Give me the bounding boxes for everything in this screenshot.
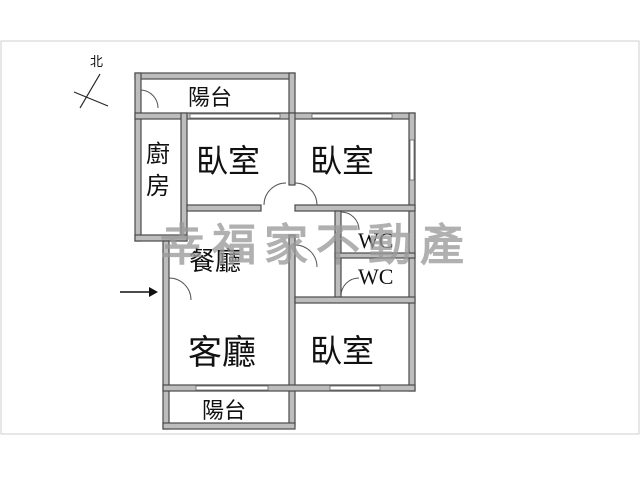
room-label-wc-2: WC <box>358 264 393 289</box>
room-label-bedroom-1: 臥室 <box>196 142 260 180</box>
kitchen-char-1: 廚 <box>146 140 170 168</box>
compass-north-label: 北 <box>90 54 103 69</box>
room-label-kitchen: 廚 房 <box>146 140 178 200</box>
arrow-head <box>149 287 158 297</box>
room-label-bedroom-2: 臥室 <box>310 142 374 180</box>
window <box>409 139 415 181</box>
wall <box>162 422 296 430</box>
window <box>311 113 393 119</box>
compass-needle <box>79 73 101 109</box>
wall <box>134 72 296 80</box>
room-label-balcony-top: 陽台 <box>188 86 232 111</box>
doors <box>140 89 360 301</box>
room-label-bedroom-3: 臥室 <box>310 332 374 370</box>
wall <box>334 252 416 259</box>
door-swing <box>340 211 360 231</box>
room-label-balcony-bottom: 陽台 <box>202 399 246 424</box>
wall <box>162 384 416 392</box>
room-label-wc-1: WC <box>358 228 393 253</box>
kitchen-char-2: 房 <box>146 172 170 200</box>
room-label-living: 客廳 <box>188 333 256 373</box>
compass-cross <box>73 91 109 107</box>
door-swing <box>294 244 318 268</box>
wall <box>134 72 142 242</box>
windows <box>189 113 415 391</box>
door-swing <box>263 182 287 206</box>
frame-border <box>0 40 640 435</box>
wall <box>288 72 296 120</box>
wall <box>288 112 296 186</box>
window <box>329 385 381 391</box>
compass: 北 <box>73 54 109 109</box>
wall <box>294 204 416 212</box>
wall <box>294 296 416 304</box>
wall <box>134 234 188 242</box>
room-label-dining: 餐廳 <box>189 247 241 277</box>
wall <box>186 204 262 212</box>
door-swing <box>340 277 360 297</box>
entry-arrow <box>120 287 158 297</box>
window <box>195 385 269 391</box>
door-swing <box>294 182 318 206</box>
window <box>189 113 281 119</box>
door-swing <box>140 89 159 109</box>
entry-door-swing <box>168 277 192 301</box>
watermark-logo: 幸福家不動產 <box>160 220 472 271</box>
